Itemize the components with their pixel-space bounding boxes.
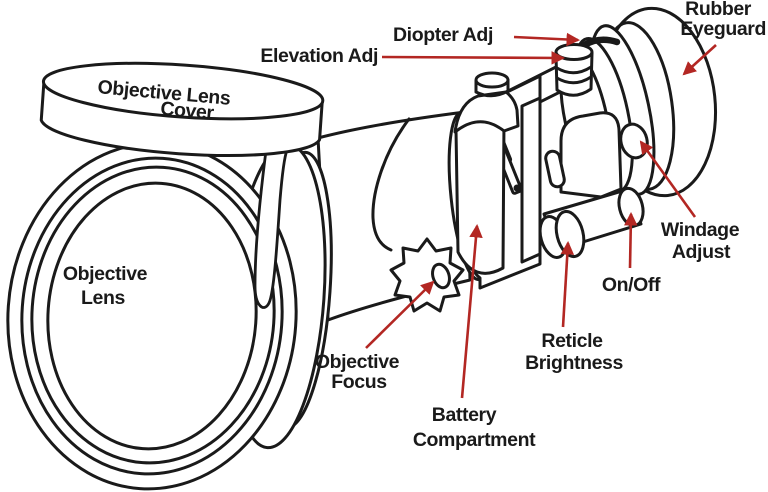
arrow-diopter-adj xyxy=(513,32,581,47)
label-battery-compartment-line1: Battery xyxy=(432,404,497,426)
arrow-windage-adjust xyxy=(639,140,697,218)
label-diopter-adj: Diopter Adj xyxy=(393,24,493,46)
objective-focus-knob xyxy=(389,237,465,313)
label-rubber-eyeguard-line2: Eyeguard xyxy=(680,18,766,40)
callout-labels: Objective Lens Cover Objective Lens Elev… xyxy=(63,0,767,451)
focus-knob-hub xyxy=(431,262,451,290)
bracket-arch xyxy=(559,111,623,199)
label-reticle-brightness-line1: Reticle xyxy=(541,330,603,352)
tube-bell-curve xyxy=(371,117,411,252)
battery-shoulder xyxy=(453,90,520,134)
arrow-reticle-brightness xyxy=(560,240,575,328)
elevation-knob xyxy=(554,43,594,97)
cover-top-face xyxy=(41,61,325,121)
callout-arrows xyxy=(365,32,717,399)
elevation-knob-bands xyxy=(555,65,593,85)
battery-cap xyxy=(474,71,510,89)
cover-strap xyxy=(253,141,289,309)
battery-cylinder xyxy=(454,110,506,275)
scope-line-art xyxy=(6,6,718,491)
label-windage-adjust-line1: Windage xyxy=(661,219,740,241)
label-battery-compartment-line2: Compartment xyxy=(413,429,536,451)
bracket-tab xyxy=(544,149,566,189)
battery-compartment-shape xyxy=(453,71,520,275)
body-screw xyxy=(513,184,521,192)
arrow-elevation-adj xyxy=(381,51,566,65)
label-objective-lens-line2: Lens xyxy=(81,287,125,309)
label-reticle-brightness-line2: Brightness xyxy=(525,352,623,374)
label-objective-focus-line1: Objective xyxy=(315,351,400,373)
focus-knob-gear xyxy=(389,237,465,313)
arrow-battery-compartment xyxy=(460,223,483,399)
label-elevation-adj: Elevation Adj xyxy=(260,45,378,67)
label-objective-lens-cover-line2: Cover xyxy=(160,98,216,125)
arrow-rubber-eyeguard xyxy=(682,44,717,76)
objective-lens-shape xyxy=(6,141,298,491)
objective-lens-face xyxy=(46,181,258,451)
label-objective-focus-line2: Focus xyxy=(331,371,387,393)
body-support xyxy=(520,96,542,264)
arrow-objective-focus xyxy=(365,280,435,349)
label-on-off: On/Off xyxy=(602,274,661,296)
label-windage-adjust-line2: Adjust xyxy=(672,241,731,263)
objective-ring-3 xyxy=(30,165,276,465)
objective-lens-cover-shape xyxy=(39,61,325,157)
label-objective-lens-line1: Objective xyxy=(63,263,148,285)
label-rubber-eyeguard-line1: Rubber xyxy=(685,0,752,20)
objective-ring-2 xyxy=(20,156,284,476)
arrow-on-off xyxy=(624,211,638,269)
